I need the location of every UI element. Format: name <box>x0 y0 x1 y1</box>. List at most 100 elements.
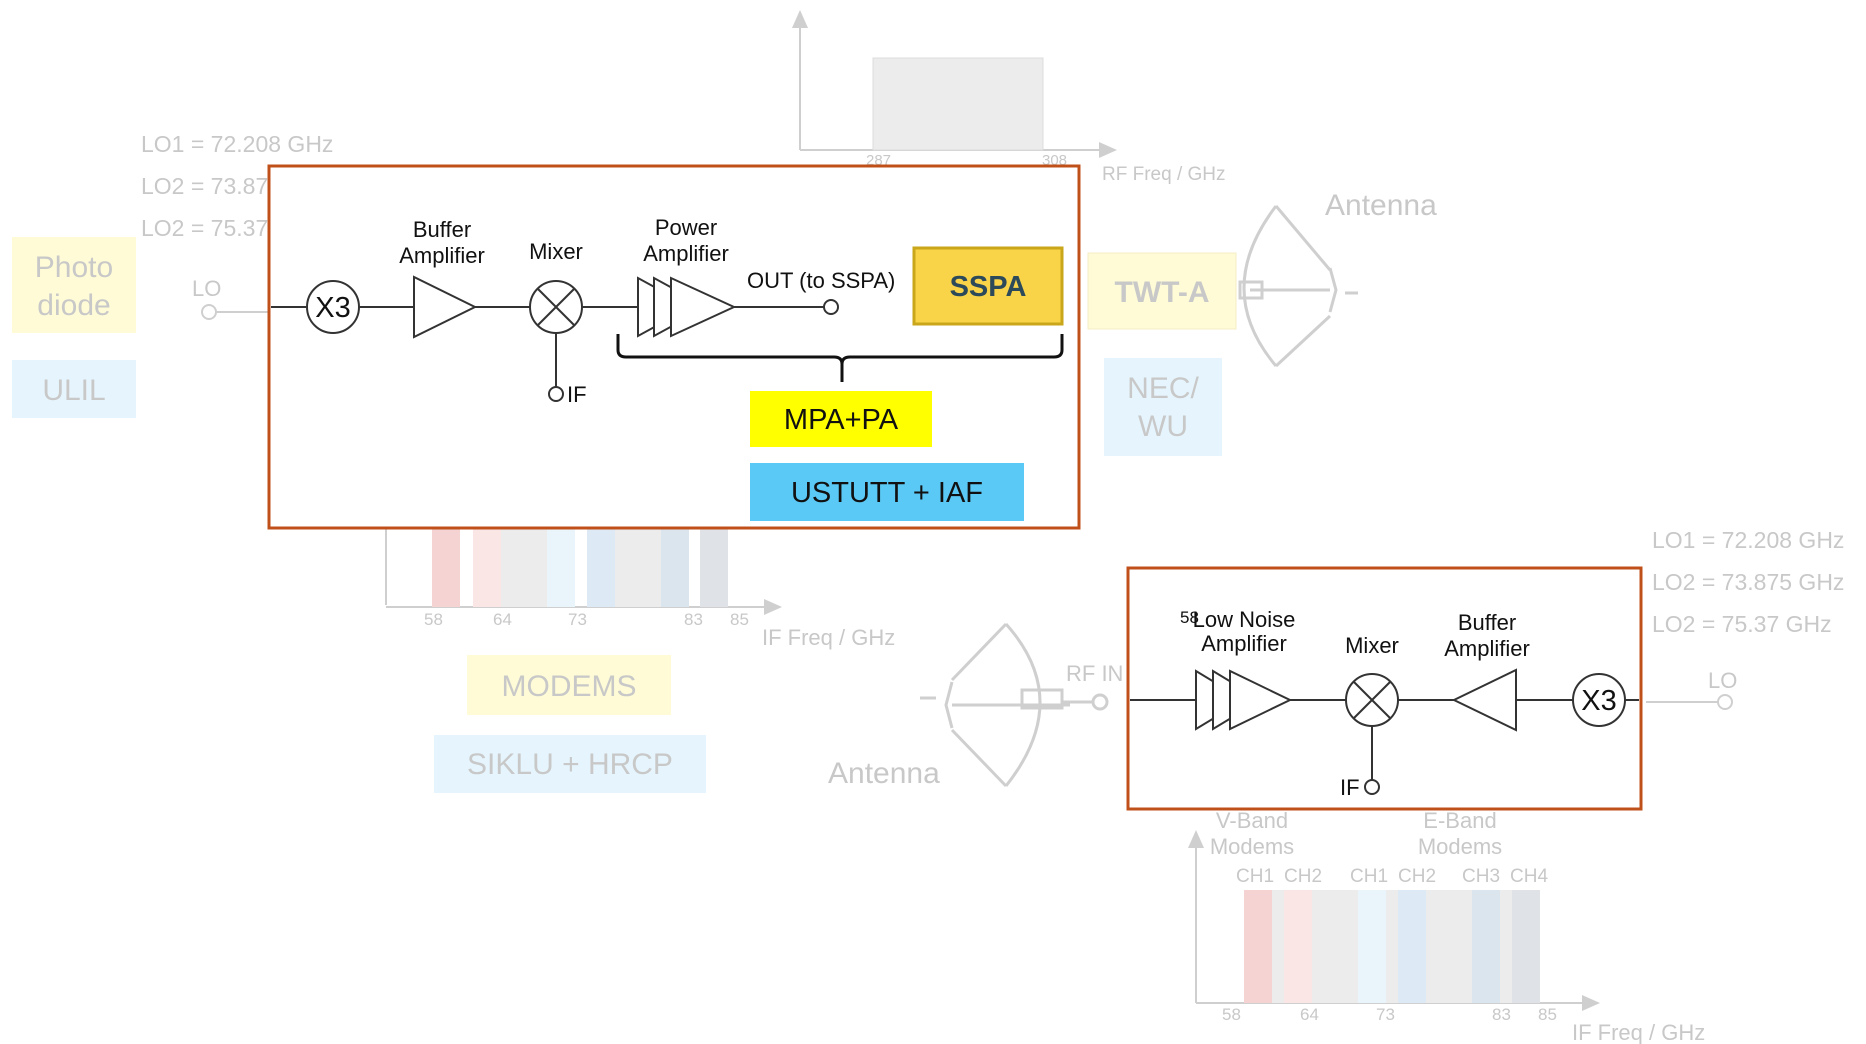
rx-buffer-line2: Amplifier <box>1444 636 1530 661</box>
vband-line1: V-Band <box>1216 808 1288 833</box>
sspa-label: SSPA <box>950 271 1027 303</box>
if-right-tick-64: 64 <box>1300 1005 1319 1024</box>
tx-power-amp-stage-3 <box>670 276 737 338</box>
if-left-band-1 <box>432 527 460 607</box>
siklu-box <box>434 735 706 793</box>
rx-lna-line2: Amplifier <box>1201 631 1287 656</box>
nec-line2: WU <box>1138 410 1188 443</box>
if-right-tick-85: 85 <box>1538 1005 1557 1024</box>
if-spectrum-chart-left: 58 64 73 83 85 IF Freq / GHz MODEMS SIKL… <box>385 520 895 793</box>
tx-buffer-amplifier-icon <box>413 275 478 339</box>
nec-box <box>1104 358 1222 456</box>
twt-box <box>1087 252 1237 330</box>
ch2-v-label: CH2 <box>1284 866 1322 887</box>
if-right-band-1 <box>1244 890 1272 1003</box>
ch1-e-label: CH1 <box>1350 866 1388 887</box>
if-left-band-8 <box>700 527 728 607</box>
rf-band-block <box>872 57 1044 151</box>
modems-label: MODEMS <box>502 670 637 703</box>
if-right-tick-83: 83 <box>1492 1005 1511 1024</box>
tx-buffer-line2: Amplifier <box>399 243 485 268</box>
if-left-axis-label: IF Freq / GHz <box>762 625 895 650</box>
tx-power-line1: Power <box>655 215 717 240</box>
photodiode-line2: diode <box>37 289 110 322</box>
ch1-v-label: CH1 <box>1236 866 1274 887</box>
tx-multiplier-label: X3 <box>315 292 350 324</box>
rx-mixer-label: Mixer <box>1345 633 1399 658</box>
rx-stray-58: 58 <box>1180 608 1199 627</box>
tx-power-line2: Amplifier <box>643 241 729 266</box>
tx-mixer-label: Mixer <box>529 239 583 264</box>
twt-label: TWT-A <box>1115 276 1210 309</box>
lo2a-right-text: LO2 = 73.875 GHz <box>1652 569 1844 595</box>
ustutt-label: USTUTT + IAF <box>791 477 983 509</box>
tx-if-label: IF <box>567 382 587 407</box>
vband-line2: Modems <box>1210 834 1294 859</box>
if-left-band-4 <box>547 527 575 607</box>
rf-axis-label: RF Freq / GHz <box>1102 164 1226 185</box>
rx-multiplier-label: X3 <box>1581 685 1616 717</box>
photodiode-box <box>12 237 136 333</box>
if-left-tick-85: 85 <box>730 610 749 629</box>
rx-buffer-line1: Buffer <box>1458 610 1516 635</box>
tx-brace <box>616 334 1064 382</box>
ulil-box <box>12 360 136 418</box>
antenna-dish-bottom <box>920 622 1109 788</box>
lo-right-port <box>1717 694 1733 710</box>
rx-lna-line1: Low Noise <box>1193 607 1296 632</box>
lo-right-label: LO <box>1708 668 1737 693</box>
if-left-tick-83: 83 <box>684 610 703 629</box>
ch4-e-label: CH4 <box>1510 866 1548 887</box>
if-right-band-2 <box>1284 890 1312 1003</box>
if-right-band-8 <box>1512 890 1540 1003</box>
mpa-box <box>750 391 932 447</box>
if-right-gap-3 <box>1500 890 1512 1003</box>
if-right-gap-2 <box>1386 890 1398 1003</box>
rf-in-label: RF IN <box>1066 661 1123 686</box>
rx-lna-stage-3 <box>1229 669 1293 731</box>
nec-line1: NEC/ <box>1127 372 1199 405</box>
if-right-band-7 <box>1472 890 1500 1003</box>
receiver-block: 58 Low Noise Amplifier Mixer IF Buffer A… <box>1126 566 1643 811</box>
eband-line2: Modems <box>1418 834 1502 859</box>
modems-box <box>467 655 671 715</box>
tx-if-port <box>548 386 564 402</box>
tx-out-label: OUT (to SSPA) <box>747 268 895 293</box>
if-left-tick-73: 73 <box>568 610 587 629</box>
photodiode-line1: Photo <box>35 251 113 284</box>
eband-line1: E-Band <box>1423 808 1496 833</box>
if-right-band-5 <box>1398 890 1426 1003</box>
ch2-e-label: CH2 <box>1398 866 1436 887</box>
if-right-band-3 <box>1312 890 1358 1003</box>
if-right-axis-label: IF Freq / GHz <box>1572 1020 1705 1044</box>
ulil-label: ULIL <box>42 374 105 407</box>
antenna-top-group: Antenna TWT-A NEC/ WU <box>1087 189 1437 456</box>
ch3-e-label: CH3 <box>1462 866 1500 887</box>
antenna-bottom-label: Antenna <box>828 757 940 790</box>
lo1-top-text: LO1 = 72.208 GHz <box>141 131 333 157</box>
ustutt-box <box>750 463 1024 521</box>
if-right-gap-1 <box>1272 890 1284 1003</box>
lo2b-top-text: LO2 = 75.37 <box>141 215 268 241</box>
if-left-band-7 <box>661 527 689 607</box>
lo-frequencies-right: LO1 = 72.208 GHz LO2 = 73.875 GHz LO2 = … <box>1646 527 1844 710</box>
tx-out-port <box>823 299 839 315</box>
sspa-box <box>912 246 1064 326</box>
if-left-band-2 <box>473 527 501 607</box>
lo-left-label: LO <box>192 276 221 301</box>
lo-left-port <box>201 304 217 320</box>
tx-mixer-cross-2 <box>537 288 575 326</box>
if-left-band-6 <box>615 527 661 607</box>
rx-if-port <box>1364 779 1380 795</box>
lo2b-right-text: LO2 = 75.37 GHz <box>1652 611 1832 637</box>
if-right-band-6 <box>1426 890 1472 1003</box>
rx-mixer-cross-2 <box>1353 681 1391 719</box>
if-right-tick-58: 58 <box>1222 1005 1241 1024</box>
mpa-label: MPA+PA <box>784 404 899 436</box>
rf-spectrum-chart-top: 287 308 RF Freq / GHz <box>792 10 1226 185</box>
if-spectrum-chart-right: V-Band Modems E-Band Modems CH1 CH2 CH1 … <box>1188 808 1705 1044</box>
if-right-band-4 <box>1358 890 1386 1003</box>
lo2a-top-text: LO2 = 73.87 <box>141 173 268 199</box>
